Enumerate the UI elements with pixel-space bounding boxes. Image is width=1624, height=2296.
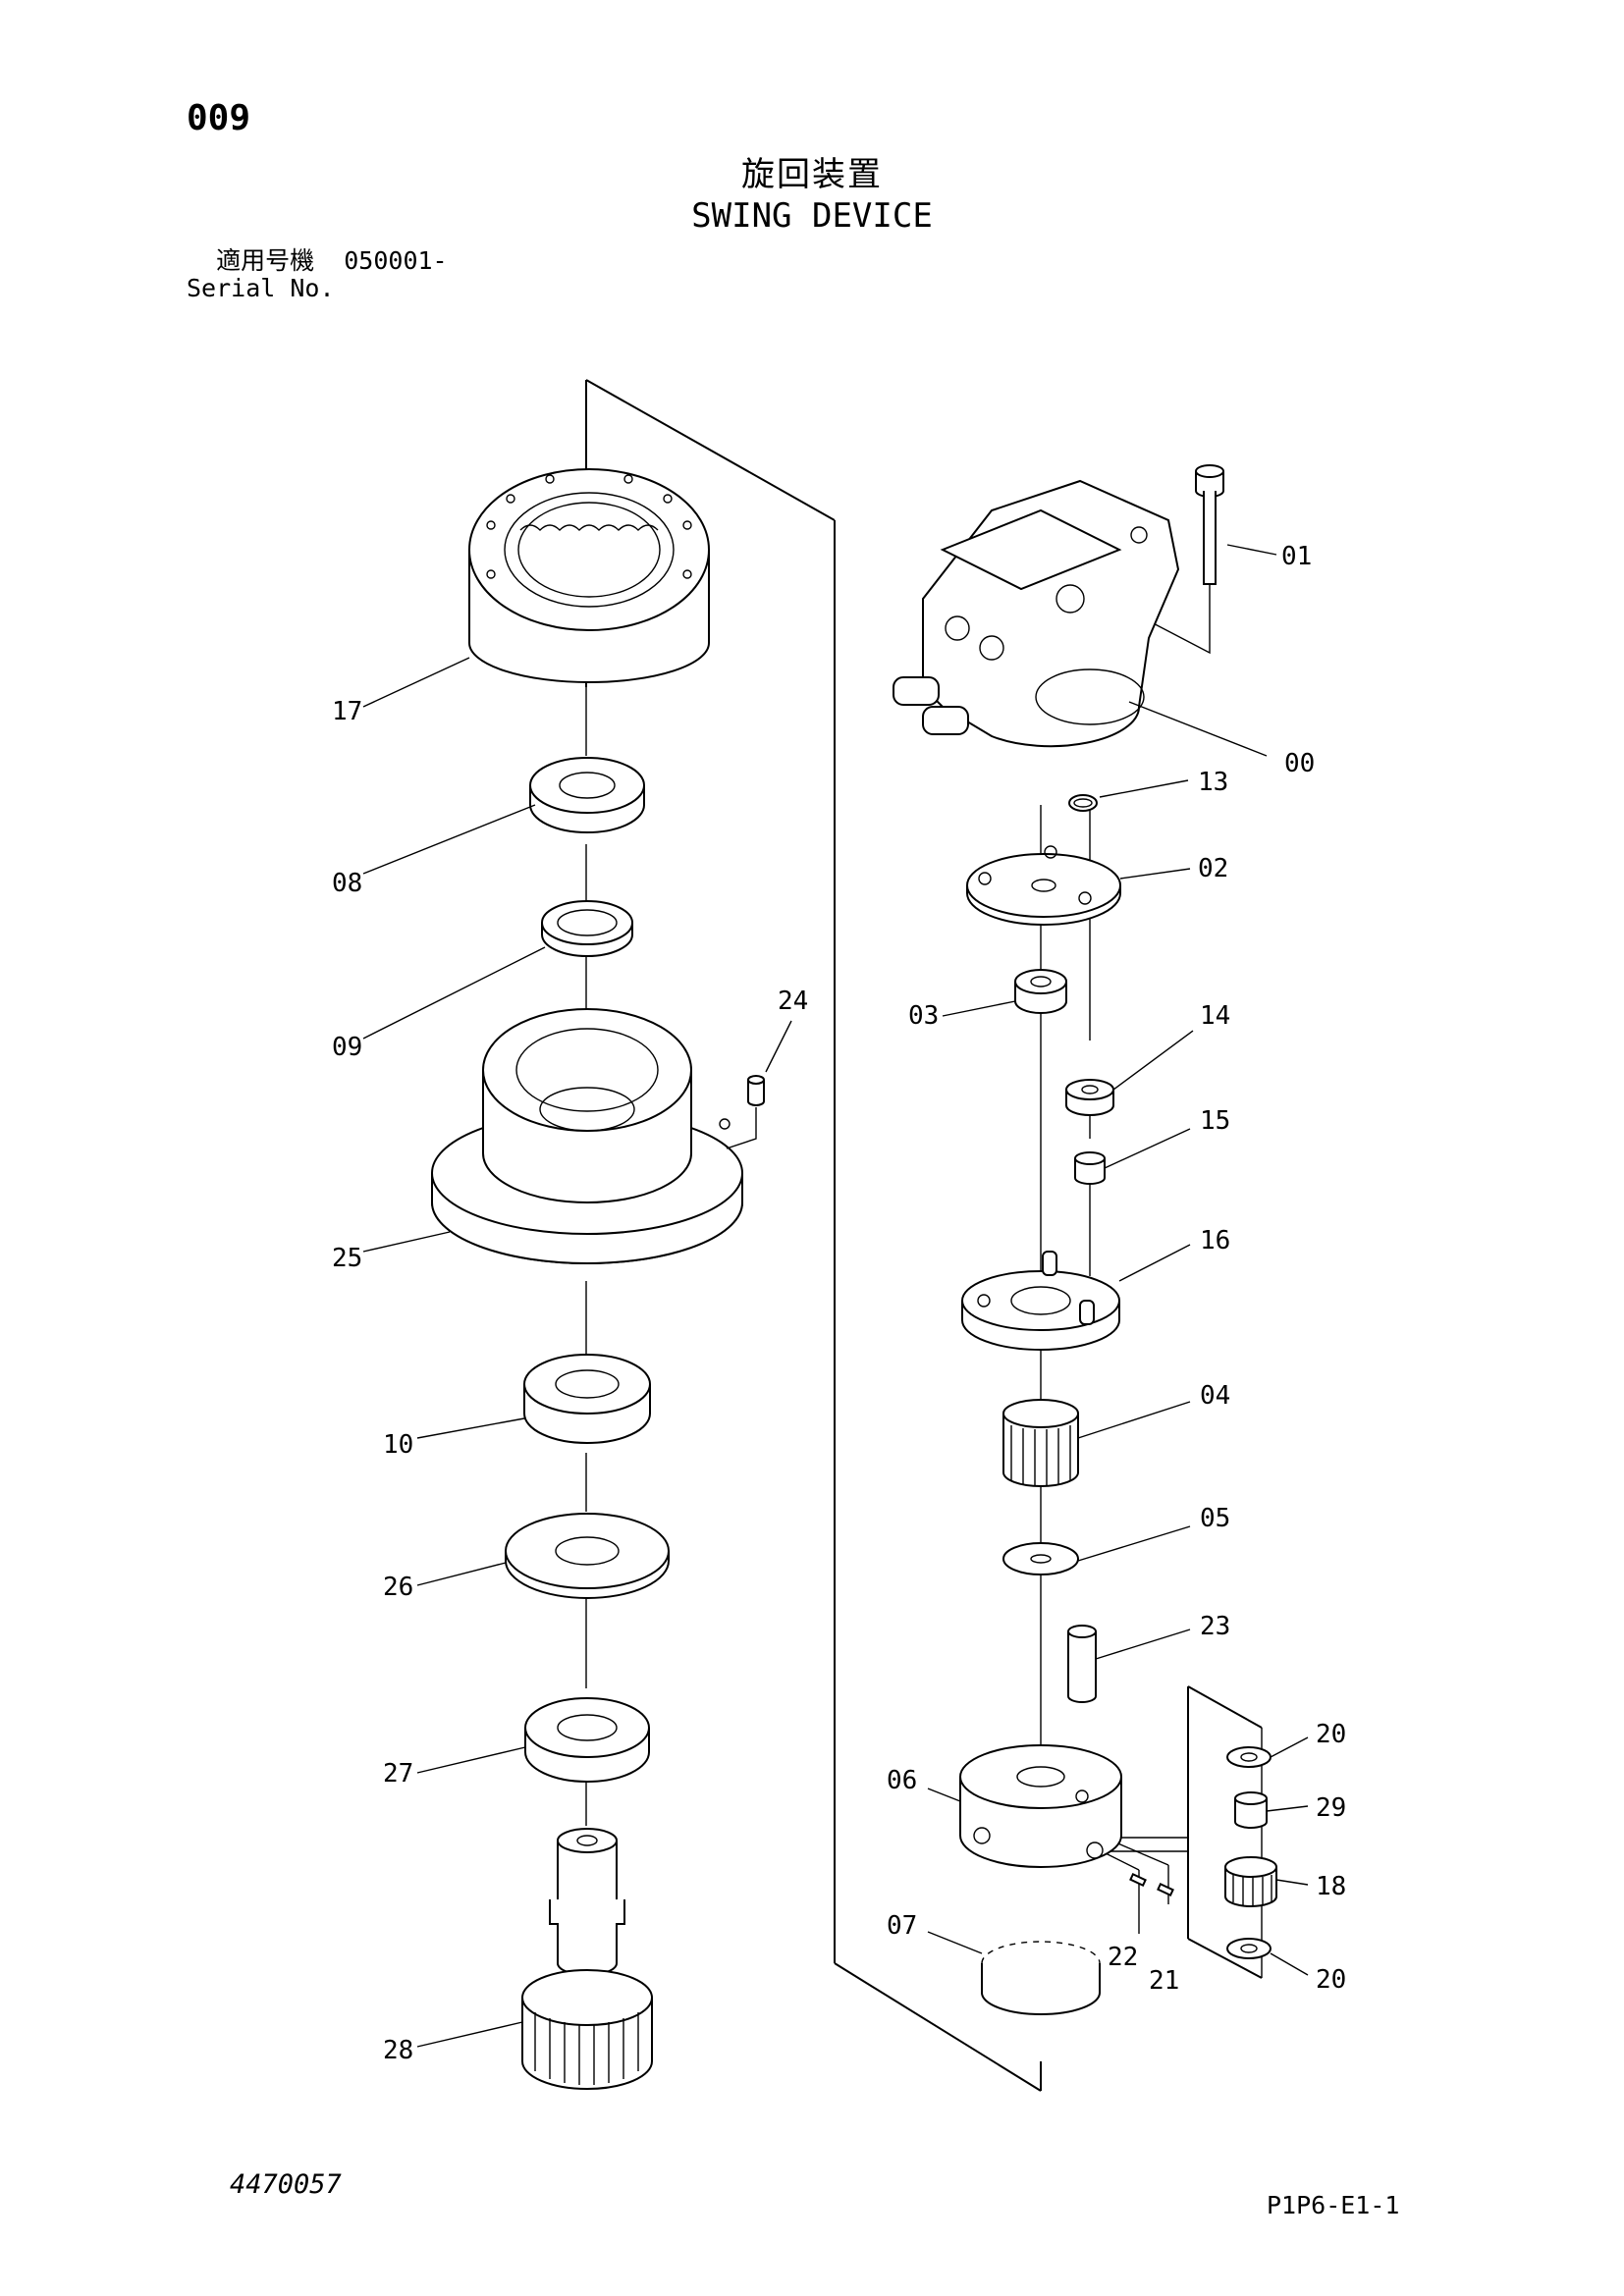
document-number: 4470057 — [230, 2169, 342, 2200]
needle-bearing-29 — [1234, 1791, 1268, 1829]
planet-gear-14 — [1065, 1079, 1114, 1116]
callout-16: 16 — [1200, 1226, 1230, 1255]
washer-05 — [1002, 1542, 1079, 1575]
callout-09: 09 — [332, 1033, 362, 1062]
serial-row: 適用号機 050001- — [187, 246, 448, 275]
callout-15: 15 — [1200, 1106, 1230, 1136]
housing-25 — [431, 1008, 743, 1264]
washer-20-upper — [1226, 1746, 1272, 1768]
callout-05: 05 — [1200, 1504, 1230, 1533]
callout-25: 25 — [332, 1244, 362, 1273]
callout-21: 21 — [1149, 1966, 1179, 1996]
snap-ring-13 — [1068, 794, 1098, 812]
callout-20-lower: 20 — [1316, 1965, 1346, 1995]
serial-block: 適用号機 050001- Serial No. — [187, 247, 448, 302]
thrust-collar-27 — [524, 1697, 650, 1783]
serial-range: 050001- — [344, 246, 448, 275]
callout-03: 03 — [908, 1001, 939, 1031]
page-title-jp: 旋回装置 — [741, 155, 883, 194]
bearing-08 — [529, 757, 645, 833]
pin-21 — [1157, 1882, 1174, 1897]
carrier-06 — [959, 1744, 1122, 1868]
callout-20-upper: 20 — [1316, 1720, 1346, 1749]
needle-bearing-15 — [1074, 1151, 1106, 1185]
callout-28: 28 — [383, 2036, 413, 2065]
washer-20-lower — [1226, 1938, 1272, 1959]
page-number: 009 — [187, 98, 251, 138]
callout-13: 13 — [1198, 768, 1228, 797]
callout-23: 23 — [1200, 1612, 1230, 1641]
plug-24 — [726, 1075, 765, 1149]
callout-04: 04 — [1200, 1381, 1230, 1411]
serial-label-en: Serial No. — [187, 274, 335, 302]
callout-29: 29 — [1316, 1793, 1346, 1823]
callout-14: 14 — [1200, 1001, 1230, 1031]
page-title-en: SWING DEVICE — [691, 196, 933, 236]
pinion-shaft-28 — [521, 1828, 653, 2090]
callout-07: 07 — [887, 1911, 917, 1941]
planet-gear-18 — [1224, 1856, 1277, 1907]
callout-18: 18 — [1316, 1872, 1346, 1901]
oil-seal-09 — [541, 900, 633, 957]
callout-10: 10 — [383, 1430, 413, 1460]
cover-07 — [981, 1941, 1101, 2015]
sun-gear-03 — [1014, 969, 1067, 1014]
callout-24: 24 — [778, 987, 808, 1016]
carrier-16 — [961, 1251, 1120, 1351]
callout-27: 27 — [383, 1759, 413, 1789]
sun-gear-04 — [1002, 1399, 1079, 1487]
callout-00: 00 — [1284, 749, 1315, 778]
callout-22: 22 — [1108, 1943, 1138, 1972]
bearing-10 — [523, 1354, 651, 1444]
callout-17: 17 — [332, 697, 362, 726]
bolt-01 — [1195, 464, 1224, 585]
thrust-plate-02 — [966, 845, 1121, 926]
callout-06: 06 — [887, 1766, 917, 1795]
callout-02: 02 — [1198, 854, 1228, 883]
ring-gear-17 — [468, 468, 710, 683]
callout-08: 08 — [332, 869, 362, 898]
swing-motor-00 — [893, 479, 1180, 748]
pin-22 — [1129, 1872, 1147, 1888]
figure-code: P1P6-E1-1 — [1267, 2191, 1400, 2219]
serial-label-jp: 適用号機 — [216, 246, 315, 275]
thrust-plate-26 — [505, 1513, 670, 1599]
callout-01: 01 — [1281, 542, 1312, 571]
pin-23 — [1067, 1625, 1097, 1703]
callout-26: 26 — [383, 1573, 413, 1602]
